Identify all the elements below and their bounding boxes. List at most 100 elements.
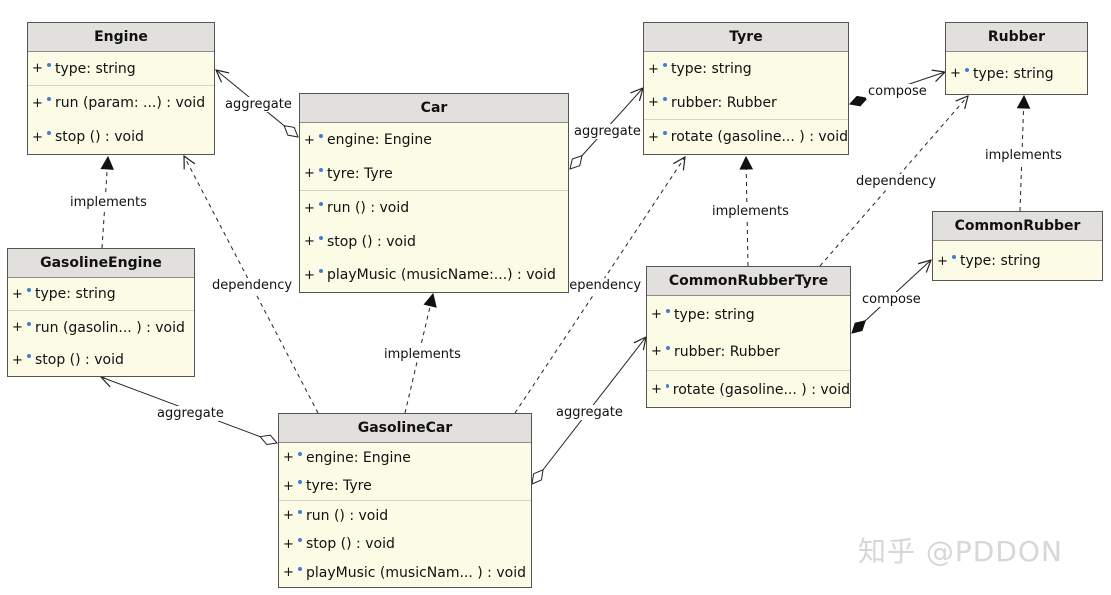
public-dot-icon: [298, 509, 302, 514]
class-name: GasolineCar: [279, 414, 531, 443]
attributes-section: + engine: Engine + tyre: Tyre: [279, 443, 531, 501]
operation-text: playMusic (musicName:...) : void: [327, 267, 556, 283]
visibility-marker: +: [648, 61, 659, 77]
operation-row: +playMusic (musicName:...) : void: [300, 258, 568, 292]
class-name: CommonRubberTyre: [647, 267, 850, 296]
public-dot-icon: [663, 63, 667, 67]
operation-text: rotate (gasoline... ) : void: [670, 129, 848, 145]
attribute-text: tyre: Tyre: [327, 165, 393, 182]
public-dot-icon: [298, 538, 302, 542]
attributes-section: + type: string: [946, 52, 1087, 95]
attribute-text: engine: Engine: [327, 132, 432, 148]
public-dot-icon: [27, 321, 31, 326]
attribute-text: type: string: [671, 61, 752, 77]
operation-row: +stop () : void: [300, 225, 568, 258]
visibility-marker: +: [651, 382, 662, 397]
label-tyre-rubber: compose: [866, 84, 929, 99]
attribute-text: type: string: [973, 65, 1054, 82]
visibility-marker: +: [950, 66, 961, 81]
label-commonrubber-rubber: implements: [983, 148, 1064, 163]
visibility-marker: +: [283, 508, 294, 523]
label-gasolinecar-engine: dependency: [210, 278, 295, 293]
operation-row: + rotate (gasoline... ) : void: [644, 120, 848, 154]
public-dot-icon: [298, 480, 302, 484]
public-dot-icon: [27, 288, 31, 292]
class-gasoline-car[interactable]: GasolineCar +engine: Engine +tyre: Tyre …: [278, 413, 532, 588]
operation-text: stop () : void: [35, 352, 124, 368]
visibility-marker: +: [32, 95, 43, 111]
public-dot-icon: [298, 451, 302, 456]
visibility-marker: +: [304, 200, 315, 216]
visibility-marker: +: [283, 450, 294, 465]
operation-row: + stop () : void: [28, 120, 214, 154]
attribute-row: + tyre: Tyre: [300, 157, 568, 190]
visibility-marker: +: [937, 253, 948, 269]
visibility-marker: +: [648, 129, 659, 145]
attribute-row: +type: string: [647, 296, 850, 333]
class-common-rubber-tyre[interactable]: CommonRubberTyre +type: string +rubber: …: [646, 266, 851, 408]
label-commonrubbertyre-commonrubber: compose: [860, 292, 923, 307]
operation-text: run () : void: [306, 507, 389, 524]
public-dot-icon: [666, 308, 670, 313]
class-common-rubber[interactable]: CommonRubber +type: string: [932, 211, 1103, 281]
public-dot-icon: [663, 96, 667, 101]
visibility-marker: +: [12, 352, 23, 368]
operation-row: +run (gasolin... ) : void: [8, 311, 194, 344]
attribute-text: rubber: Rubber: [671, 94, 777, 111]
attribute-text: type: string: [960, 253, 1041, 269]
label-car-tyre: aggregate: [572, 124, 643, 139]
attribute-row: +type: string: [8, 278, 194, 310]
attribute-text: engine: Engine: [306, 449, 411, 466]
visibility-marker: +: [32, 61, 43, 76]
visibility-marker: +: [648, 95, 659, 110]
operation-row: + stop () : void: [8, 344, 194, 376]
public-dot-icon: [666, 345, 670, 350]
operations-section: +run (param: ...) : void + stop () : void: [28, 86, 214, 154]
attributes-section: + type: string: [933, 241, 1102, 281]
label-commonrubbertyre-rubber: dependency: [854, 174, 939, 189]
operation-text: stop () : void: [55, 129, 144, 145]
attribute-row: +rubber: Rubber: [647, 333, 850, 370]
attribute-row: + tyre: Tyre: [279, 472, 531, 500]
public-dot-icon: [27, 354, 31, 358]
operations-section: + rotate (gasoline... ) : void: [647, 371, 850, 408]
visibility-marker: +: [283, 478, 294, 494]
public-dot-icon: [952, 255, 956, 259]
visibility-marker: +: [12, 320, 23, 335]
operation-row: +stop () : void: [279, 530, 531, 558]
attribute-row: + type: string: [28, 52, 214, 85]
public-dot-icon: [663, 131, 667, 135]
watermark: 知乎 @PDDON: [858, 535, 1063, 568]
operation-row: +run () : void: [300, 191, 568, 225]
operation-row: + run () : void: [279, 501, 531, 530]
visibility-marker: +: [304, 132, 315, 148]
operation-row: +run (param: ...) : void: [28, 86, 214, 120]
public-dot-icon: [319, 134, 323, 138]
class-name: Tyre: [644, 23, 848, 52]
attribute-row: + rubber: Rubber: [644, 86, 848, 119]
class-car[interactable]: Car +engine: Engine +tyre: Tyre +run () …: [299, 93, 569, 293]
visibility-marker: +: [304, 166, 315, 181]
attributes-section: + type: string: [28, 52, 214, 86]
attribute-text: type: string: [55, 60, 136, 77]
class-engine[interactable]: Engine +type: string +run (param: ...) :…: [27, 22, 215, 155]
visibility-marker: +: [651, 344, 662, 359]
visibility-marker: +: [304, 234, 315, 249]
label-commonrubbertyre-tyre: implements: [710, 204, 791, 219]
label-gasolinecar-tyre: dependency: [559, 278, 644, 293]
class-gasoline-engine[interactable]: GasolineEngine +type: string +run (gasol…: [7, 248, 195, 377]
operation-row: + rotate (gasoline... ) : void: [647, 371, 850, 408]
operation-row: +playMusic (musicNam... ) : void: [279, 558, 531, 587]
attribute-row: + type: string: [946, 52, 1087, 95]
label-gasolinecar-commonrubbertyre: aggregate: [554, 405, 625, 420]
class-tyre[interactable]: Tyre + type: string + rubber: Rubber + rota…: [643, 22, 849, 155]
public-dot-icon: [965, 67, 969, 72]
visibility-marker: +: [283, 565, 294, 580]
attribute-text: tyre: Tyre: [306, 478, 372, 494]
visibility-marker: +: [32, 129, 43, 145]
public-dot-icon: [319, 269, 323, 273]
attribute-row: + type: string: [644, 52, 848, 86]
operation-text: rotate (gasoline... ) : void: [672, 381, 850, 398]
edge-gasolineengine-engine: [102, 157, 108, 249]
class-rubber[interactable]: Rubber +type: string: [945, 22, 1088, 95]
